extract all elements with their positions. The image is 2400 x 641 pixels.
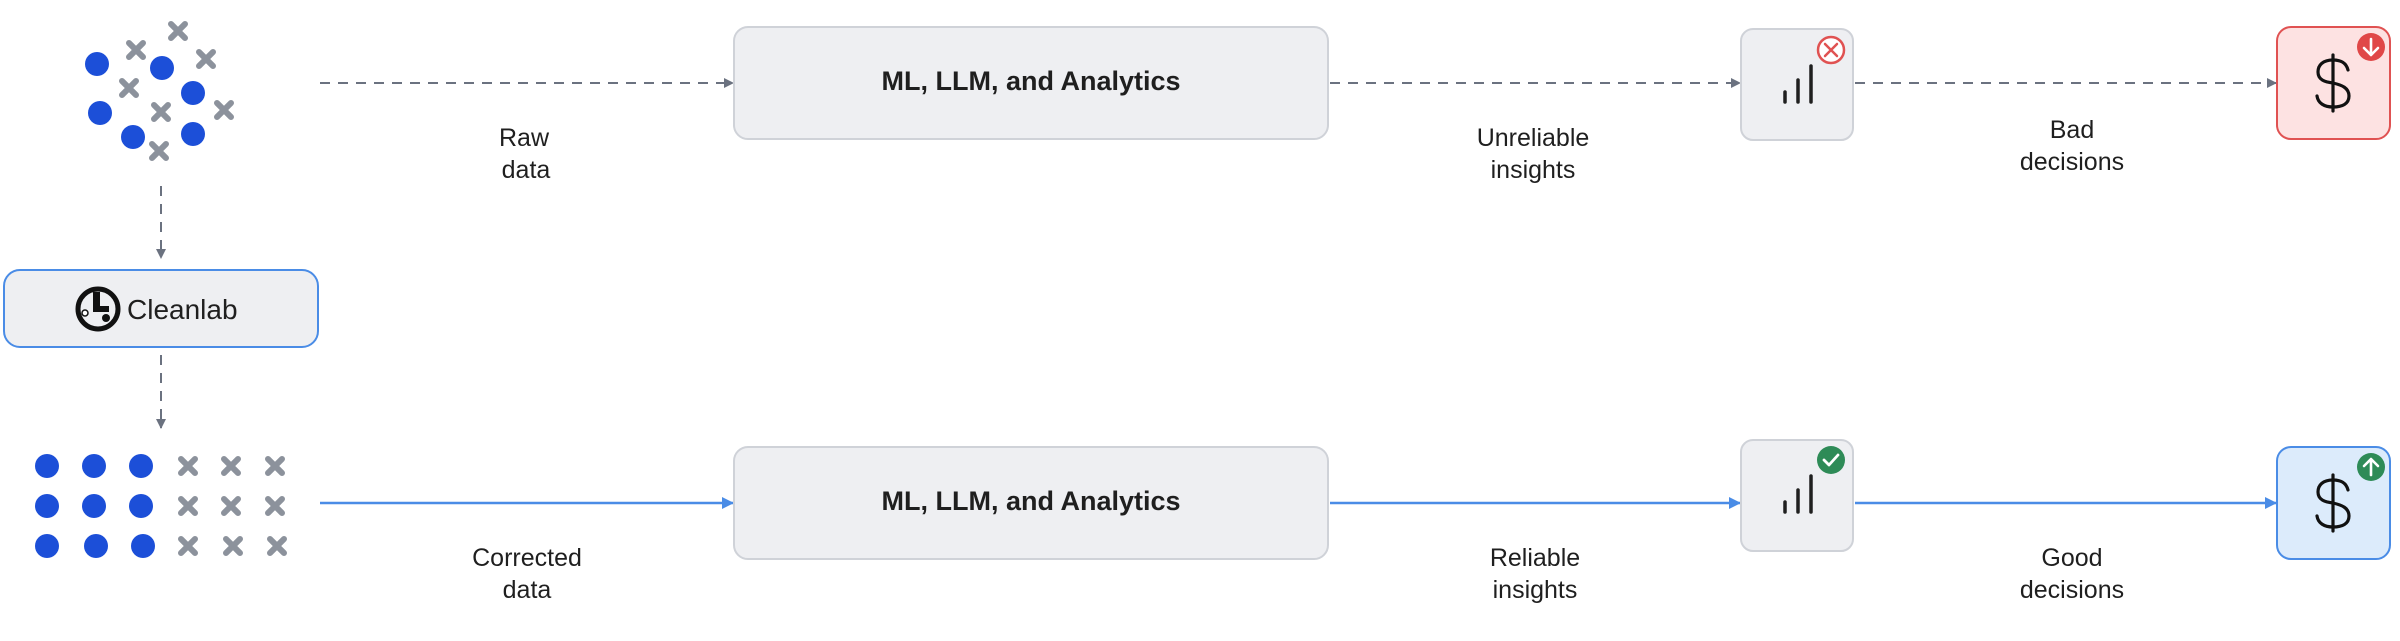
cleanlab-box[interactable] <box>3 269 319 348</box>
top-edge1-label-line2: data <box>502 156 551 184</box>
raw-data-cluster-icon <box>85 21 234 161</box>
corrected-data-grid-icon <box>35 454 287 558</box>
bottom-edge1-label-line2: data <box>503 576 552 604</box>
top-edge3-label-line2: decisions <box>2020 148 2124 176</box>
bottom-process-box <box>733 446 1329 560</box>
trend-up-badge-icon <box>2357 453 2385 481</box>
bottom-edge2-label-line1: Reliable <box>1490 544 1580 572</box>
dollar-icon <box>2315 53 2351 113</box>
cleanlab-label: Cleanlab <box>127 294 238 325</box>
signal-bars-icon <box>1783 64 1813 104</box>
success-check-badge-icon <box>1817 446 1845 474</box>
bottom-edge3-label-line1: Good <box>2041 544 2102 572</box>
cleanlab-logo-icon <box>75 286 121 332</box>
top-edge2-label-line1: Unreliable <box>1477 124 1590 152</box>
bottom-edge2-label-line2: insights <box>1493 576 1578 604</box>
bottom-edge3-label-line2: decisions <box>2020 576 2124 604</box>
signal-bars-icon <box>1783 474 1813 514</box>
top-process-label: ML, LLM, and Analytics <box>881 66 1180 96</box>
bottom-edge1-label-line1: Corrected <box>472 544 582 572</box>
bottom-process-label: ML, LLM, and Analytics <box>881 486 1180 516</box>
dollar-icon <box>2315 473 2351 533</box>
top-process-box <box>733 26 1329 140</box>
top-edge3-label-line1: Bad <box>2050 116 2094 144</box>
error-badge-icon <box>1816 35 1846 65</box>
top-edge1-label-line1: Raw <box>499 124 550 152</box>
trend-down-badge-icon <box>2357 33 2385 61</box>
top-edge2-label-line2: insights <box>1491 156 1576 184</box>
